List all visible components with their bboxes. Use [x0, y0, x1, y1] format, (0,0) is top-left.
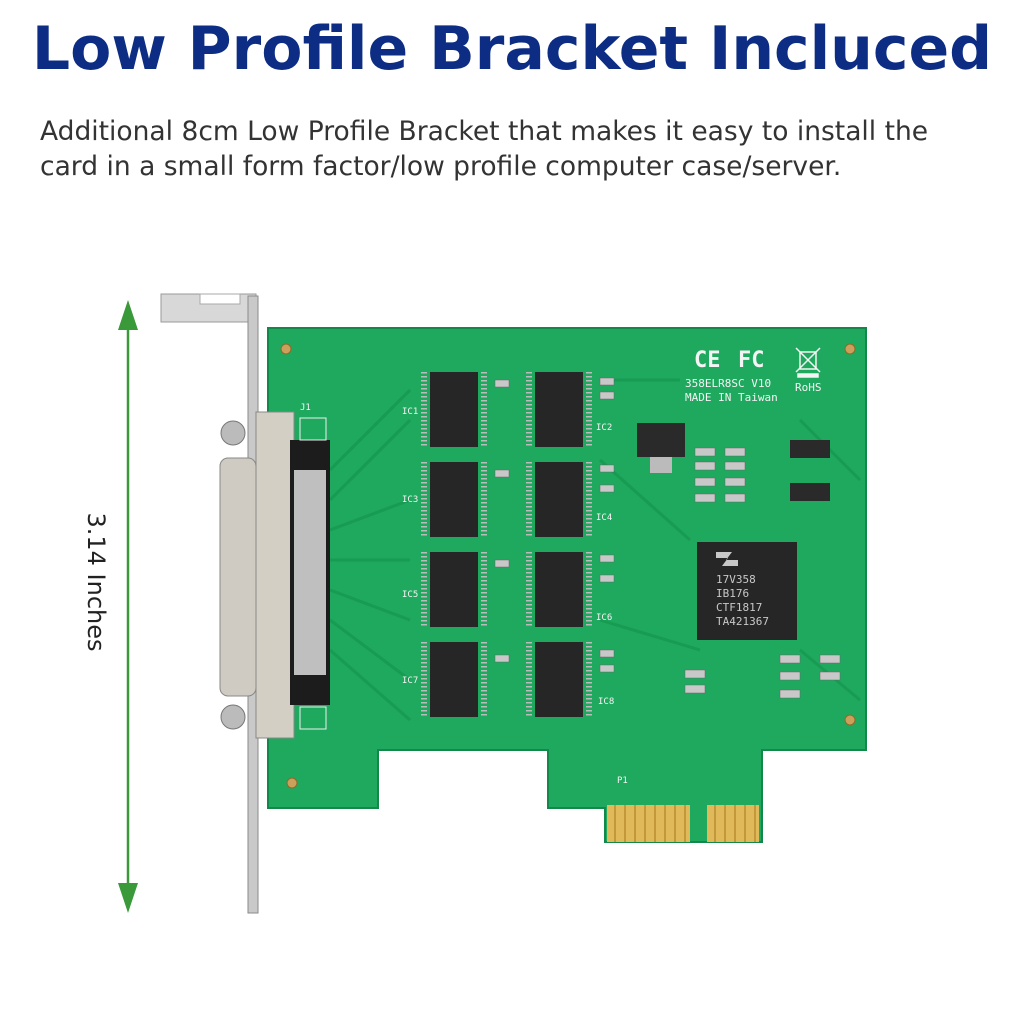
ic-label: IC5	[402, 590, 418, 600]
ic-label: IC7	[402, 676, 418, 686]
ic-label: IC6	[596, 613, 612, 623]
svg-text:CTF1817: CTF1817	[716, 601, 762, 614]
ic-label: IC2	[596, 423, 612, 433]
description: Additional 8cm Low Profile Bracket that …	[40, 114, 1000, 184]
connector-label: J1	[300, 403, 311, 413]
uart-controller-chip: 17V358 IB176 CTF1817 TA421367	[697, 542, 797, 640]
ic-label: IC1	[402, 407, 418, 417]
pcie-gold-fingers	[607, 805, 759, 842]
svg-text:FC: FC	[738, 348, 765, 373]
certification-marks: CE FC RoHS	[694, 347, 822, 394]
svg-text:TA421367: TA421367	[716, 615, 769, 628]
svg-text:CE: CE	[694, 348, 721, 373]
svg-text:IB176: IB176	[716, 587, 749, 600]
dimension-arrow	[118, 300, 138, 913]
description-line: card in a small form factor/low profile …	[40, 151, 842, 182]
origin-marking: MADE IN Taiwan	[685, 391, 778, 404]
ic-label: IC3	[402, 495, 418, 505]
transceiver-chips	[430, 372, 583, 717]
ic-label: IC4	[596, 513, 612, 523]
db62-connector	[219, 411, 330, 739]
page-title: Low Profile Bracket Incluced	[31, 14, 993, 84]
edge-label: P1	[617, 776, 628, 786]
model-marking: 358ELR8SC V10	[685, 377, 771, 390]
description-line: Additional 8cm Low Profile Bracket that …	[40, 116, 929, 147]
svg-text:RoHS: RoHS	[795, 381, 822, 394]
dimension-label: 3.14 Inches	[82, 512, 110, 652]
svg-text:17V358: 17V358	[716, 573, 756, 586]
ic-label: IC8	[598, 697, 614, 707]
